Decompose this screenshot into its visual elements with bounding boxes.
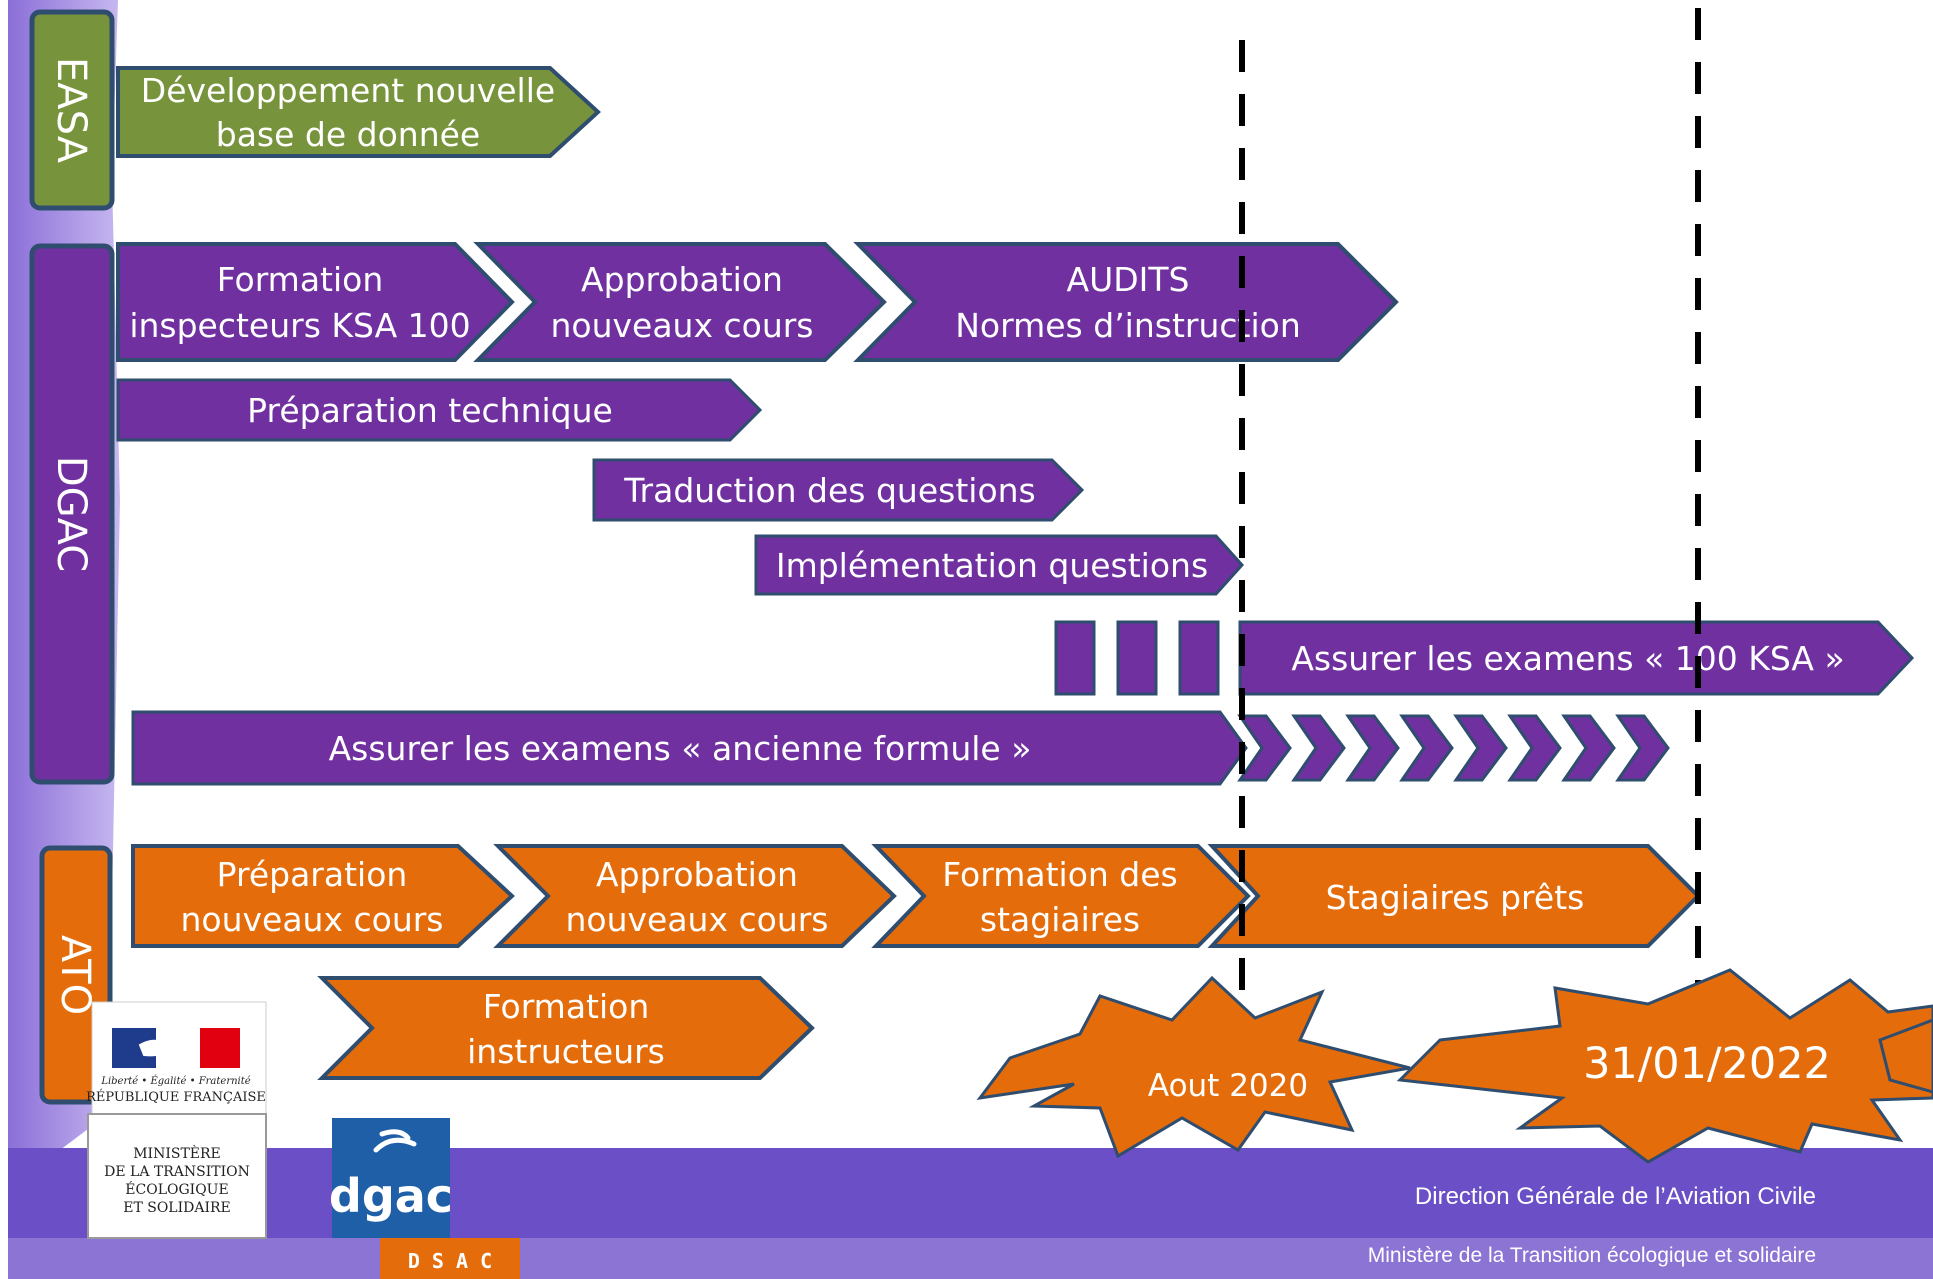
dgac-logo: dgac D S A C (329, 1118, 520, 1279)
task-formation-instructeurs: Formation instructeurs (317, 976, 815, 1080)
svg-text:base de donnée: base de donnée (216, 115, 480, 154)
lane-easa-label: EASA (48, 57, 94, 164)
dsac-label: D S A C (408, 1249, 492, 1273)
transition-block (1054, 620, 1096, 696)
task-easa-db: Développement nouvelle base de donnée (116, 66, 601, 158)
transition-block (1116, 620, 1158, 696)
lane-easa: EASA (29, 9, 115, 211)
continuation-chevrons (1237, 714, 1670, 782)
svg-text:Assurer les examens « ancienn: Assurer les examens « ancienne formule » (329, 729, 1032, 768)
svg-text:nouveaux cours: nouveaux cours (550, 306, 813, 345)
svg-text:Traduction des questions: Traduction des questions (623, 471, 1036, 510)
svg-text:Développement nouvelle: Développement nouvelle (141, 71, 555, 110)
milestone-aout2020: Aout 2020 (976, 975, 1411, 1159)
task-formation-stagiaires: Formation des stagiaires (871, 844, 1251, 948)
milestone-2022: 31/01/2022 (1396, 968, 1933, 1164)
svg-text:Approbation: Approbation (581, 260, 783, 299)
svg-text:DE LA TRANSITION: DE LA TRANSITION (104, 1164, 250, 1180)
svg-text:ÉCOLOGIQUE: ÉCOLOGIQUE (125, 1180, 228, 1198)
task-approbation-dgac: Approbation nouveaux cours (473, 242, 887, 362)
republique-label: RÉPUBLIQUE FRANÇAISE (86, 1089, 266, 1105)
task-preparation-technique: Préparation technique (116, 378, 763, 442)
ministere-logo: MINISTÈRE DE LA TRANSITION ÉCOLOGIQUE ET… (87, 1113, 267, 1239)
lane-ato-label: ATO (52, 935, 98, 1015)
svg-text:AUDITS: AUDITS (1067, 260, 1190, 299)
footer-band-light (8, 1238, 1933, 1279)
svg-text:Préparation: Préparation (217, 855, 408, 894)
footer-line1: Direction Générale de l’Aviation Civile (1415, 1183, 1816, 1210)
task-traduction: Traduction des questions (592, 458, 1085, 522)
transition-block (1178, 620, 1220, 696)
svg-text:Implémentation questions: Implémentation questions (776, 546, 1208, 585)
svg-text:nouveaux cours: nouveaux cours (565, 900, 828, 939)
svg-text:Formation des: Formation des (942, 855, 1178, 894)
svg-text:Assurer les examens « 100 KSA: Assurer les examens « 100 KSA » (1291, 639, 1844, 678)
task-examens-100ksa: Assurer les examens « 100 KSA » (1238, 620, 1915, 696)
milestone-2022-label: 31/01/2022 (1583, 1039, 1831, 1089)
task-implementation: Implémentation questions (754, 534, 1245, 596)
svg-text:stagiaires: stagiaires (980, 900, 1140, 939)
lane-dgac: DGAC (29, 243, 115, 785)
svg-text:nouveaux cours: nouveaux cours (180, 900, 443, 939)
svg-text:Formation: Formation (483, 987, 650, 1026)
svg-text:instructeurs: instructeurs (467, 1032, 665, 1071)
svg-text:inspecteurs KSA 100: inspecteurs KSA 100 (129, 306, 470, 345)
task-stagiaires-prets: Stagiaires prêts (1207, 844, 1701, 948)
task-examens-ancienne: Assurer les examens « ancienne formule » (131, 710, 1248, 786)
task-preparation-cours: Préparation nouveaux cours (131, 844, 515, 948)
svg-text:Normes d’instruction: Normes d’instruction (955, 306, 1301, 345)
lane-dgac-label: DGAC (48, 456, 94, 572)
svg-text:Formation: Formation (217, 260, 384, 299)
svg-text:MINISTÈRE: MINISTÈRE (133, 1144, 221, 1162)
svg-text:ET SOLIDAIRE: ET SOLIDAIRE (123, 1200, 231, 1216)
task-approbation-ato: Approbation nouveaux cours (493, 844, 897, 948)
svg-text:Préparation technique: Préparation technique (247, 391, 613, 430)
svg-text:Approbation: Approbation (596, 855, 798, 894)
milestone-aout2020-label: Aout 2020 (1148, 1068, 1308, 1104)
svg-text:dgac: dgac (329, 1169, 453, 1223)
footer-line2: Ministère de la Transition écologique et… (1368, 1244, 1816, 1267)
svg-text:Stagiaires prêts: Stagiaires prêts (1326, 878, 1585, 917)
task-formation-inspecteurs: Formation inspecteurs KSA 100 (116, 242, 515, 362)
task-audits: AUDITS Normes d’instruction (853, 242, 1399, 362)
republique-francaise-logo: Liberté • Égalité • Fraternité RÉPUBLIQU… (86, 1001, 267, 1115)
footer-band-dark (8, 1148, 1933, 1238)
republique-motto: Liberté • Égalité • Fraternité (100, 1075, 250, 1087)
